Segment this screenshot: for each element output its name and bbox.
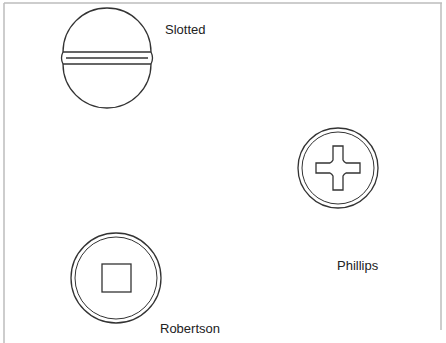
frame <box>4 3 442 343</box>
robertson-head <box>71 233 161 323</box>
phillips-head <box>298 128 378 208</box>
screw-type-label: Robertson <box>160 321 220 337</box>
screw-type-label: Phillips <box>337 258 378 274</box>
screw-type-label: Slotted <box>165 22 205 38</box>
slotted-head <box>62 8 153 108</box>
